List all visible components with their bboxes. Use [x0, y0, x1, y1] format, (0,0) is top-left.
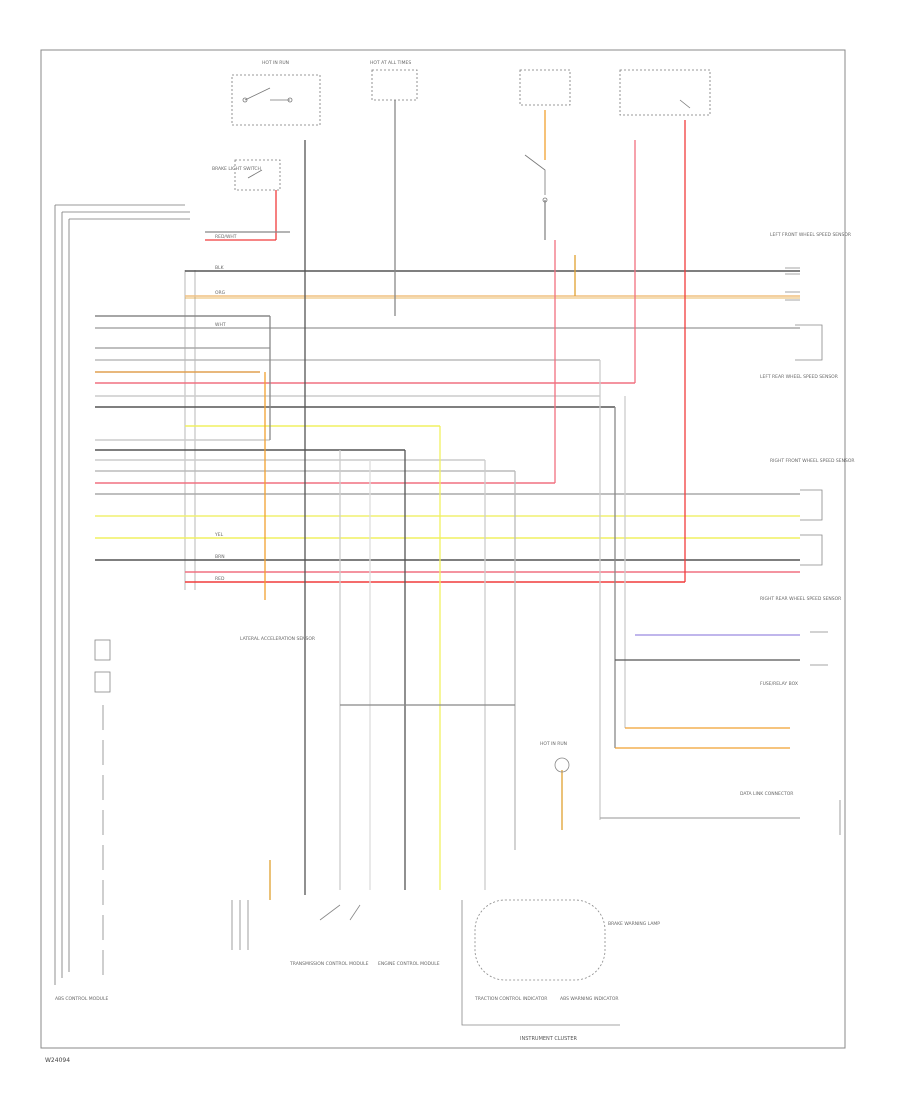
label-rf-sensor: RIGHT FRONT WHEEL SPEED SENSOR	[770, 458, 855, 464]
bus-wires	[95, 270, 800, 583]
label-abs-warn: ABS WARNING INDICATOR	[560, 996, 619, 1002]
bottom-caption: INSTRUMENT CLUSTER	[520, 1036, 578, 1042]
label-data-link: DATA LINK CONNECTOR	[740, 791, 793, 797]
right-connectors	[554, 267, 841, 835]
label-fuse-box: FUSE/RELAY BOX	[760, 681, 798, 687]
connector-pins	[184, 270, 196, 590]
wire-label-brn: BRN	[215, 554, 225, 560]
label-stop-switch: BRAKE LIGHT SWITCH	[212, 166, 261, 172]
label-g-sensor: LATERAL ACCELERATION SENSOR	[240, 636, 315, 642]
abs-module-frame	[54, 204, 190, 985]
label-abs-module: ABS CONTROL MODULE	[55, 996, 108, 1002]
wire-label-red-wht: RED/WHT	[215, 234, 237, 240]
diagram-border	[40, 49, 846, 1049]
wire-label-yel: YEL	[214, 532, 224, 538]
top-components	[231, 69, 711, 203]
vertical-wires	[205, 100, 800, 900]
label-brake-warn: BRAKE WARNING LAMP	[608, 921, 660, 927]
label-hot-all-times: HOT AT ALL TIMES	[370, 60, 411, 66]
abs-internal-components	[94, 639, 111, 975]
label-dash-light: HOT IN RUN	[540, 741, 567, 747]
label-lr-sensor: LEFT REAR WHEEL SPEED SENSOR	[760, 374, 838, 380]
label-lf-sensor: LEFT FRONT WHEEL SPEED SENSOR	[770, 232, 851, 238]
label-ignition: HOT IN RUN	[262, 60, 289, 66]
wire-label-org: ORG	[215, 290, 226, 296]
instrument-cluster	[231, 899, 620, 1026]
label-ecm: ENGINE CONTROL MODULE	[378, 961, 440, 967]
label-rr-sensor: RIGHT REAR WHEEL SPEED SENSOR	[760, 596, 841, 602]
label-tcm: TRANSMISSION CONTROL MODULE	[289, 961, 369, 967]
label-traction: TRACTION CONTROL INDICATOR	[474, 996, 547, 1002]
footer-code: W24094	[45, 1057, 70, 1064]
wire-label-red: RED	[215, 576, 225, 582]
wire-label-wht: WHT	[215, 322, 226, 328]
wire-label-blk: BLK	[215, 265, 225, 271]
